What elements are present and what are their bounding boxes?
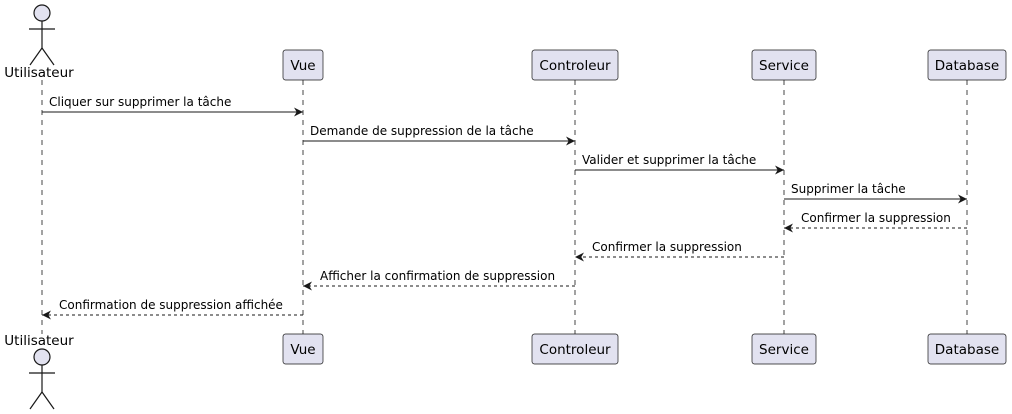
- actor-label-bottom-utilisateur: Utilisateur: [4, 333, 74, 349]
- message-label: Confirmer la suppression: [801, 211, 951, 225]
- participant-top-database: Database: [927, 49, 1007, 81]
- actor-icon-top: [29, 4, 55, 66]
- participant-label: Vue: [290, 58, 315, 74]
- participant-bottom-database: Database: [927, 333, 1007, 365]
- participants: UtilisateurUtilisateurVueVueControleurCo…: [4, 4, 1007, 410]
- lifelines: [41, 80, 968, 334]
- message-7: Afficher la confirmation de suppression: [303, 269, 575, 291]
- message-6: Confirmer la suppression: [575, 240, 784, 262]
- message-5: Confirmer la suppression: [784, 211, 967, 233]
- actor-icon-bottom: [29, 348, 55, 410]
- message-label: Supprimer la tâche: [791, 182, 906, 196]
- message-label: Demande de suppression de la tâche: [310, 124, 534, 138]
- participant-box: [282, 49, 324, 81]
- message-label: Confirmation de suppression affichée: [59, 298, 283, 312]
- participant-label: Database: [935, 342, 999, 358]
- message-3: Valider et supprimer la tâche: [575, 153, 784, 175]
- participant-top-controleur: Controleur: [531, 49, 619, 81]
- participant-label: Service: [759, 58, 809, 74]
- participant-top-service: Service: [751, 49, 817, 81]
- participant-box: [927, 333, 1007, 365]
- participant-box: [282, 333, 324, 365]
- participant-top-vue: Vue: [282, 49, 324, 81]
- message-label: Afficher la confirmation de suppression: [320, 269, 555, 283]
- participant-box: [531, 49, 619, 81]
- message-label: Cliquer sur supprimer la tâche: [49, 95, 231, 109]
- participant-label: Vue: [290, 342, 315, 358]
- actor-label-top-utilisateur: Utilisateur: [4, 65, 74, 81]
- participant-box: [531, 333, 619, 365]
- participant-bottom-controleur: Controleur: [531, 333, 619, 365]
- message-label: Confirmer la suppression: [592, 240, 742, 254]
- message-4: Supprimer la tâche: [784, 182, 967, 204]
- message-8: Confirmation de suppression affichée: [42, 298, 303, 320]
- participant-box: [927, 49, 1007, 81]
- message-label: Valider et supprimer la tâche: [582, 153, 756, 167]
- participant-box: [751, 49, 817, 81]
- participant-label: Database: [935, 58, 999, 74]
- participant-label: Controleur: [539, 342, 611, 358]
- participant-bottom-service: Service: [751, 333, 817, 365]
- participant-bottom-vue: Vue: [282, 333, 324, 365]
- participant-label: Service: [759, 342, 809, 358]
- participant-label: Controleur: [539, 58, 611, 74]
- message-2: Demande de suppression de la tâche: [303, 124, 575, 146]
- participant-box: [751, 333, 817, 365]
- message-1: Cliquer sur supprimer la tâche: [42, 95, 303, 117]
